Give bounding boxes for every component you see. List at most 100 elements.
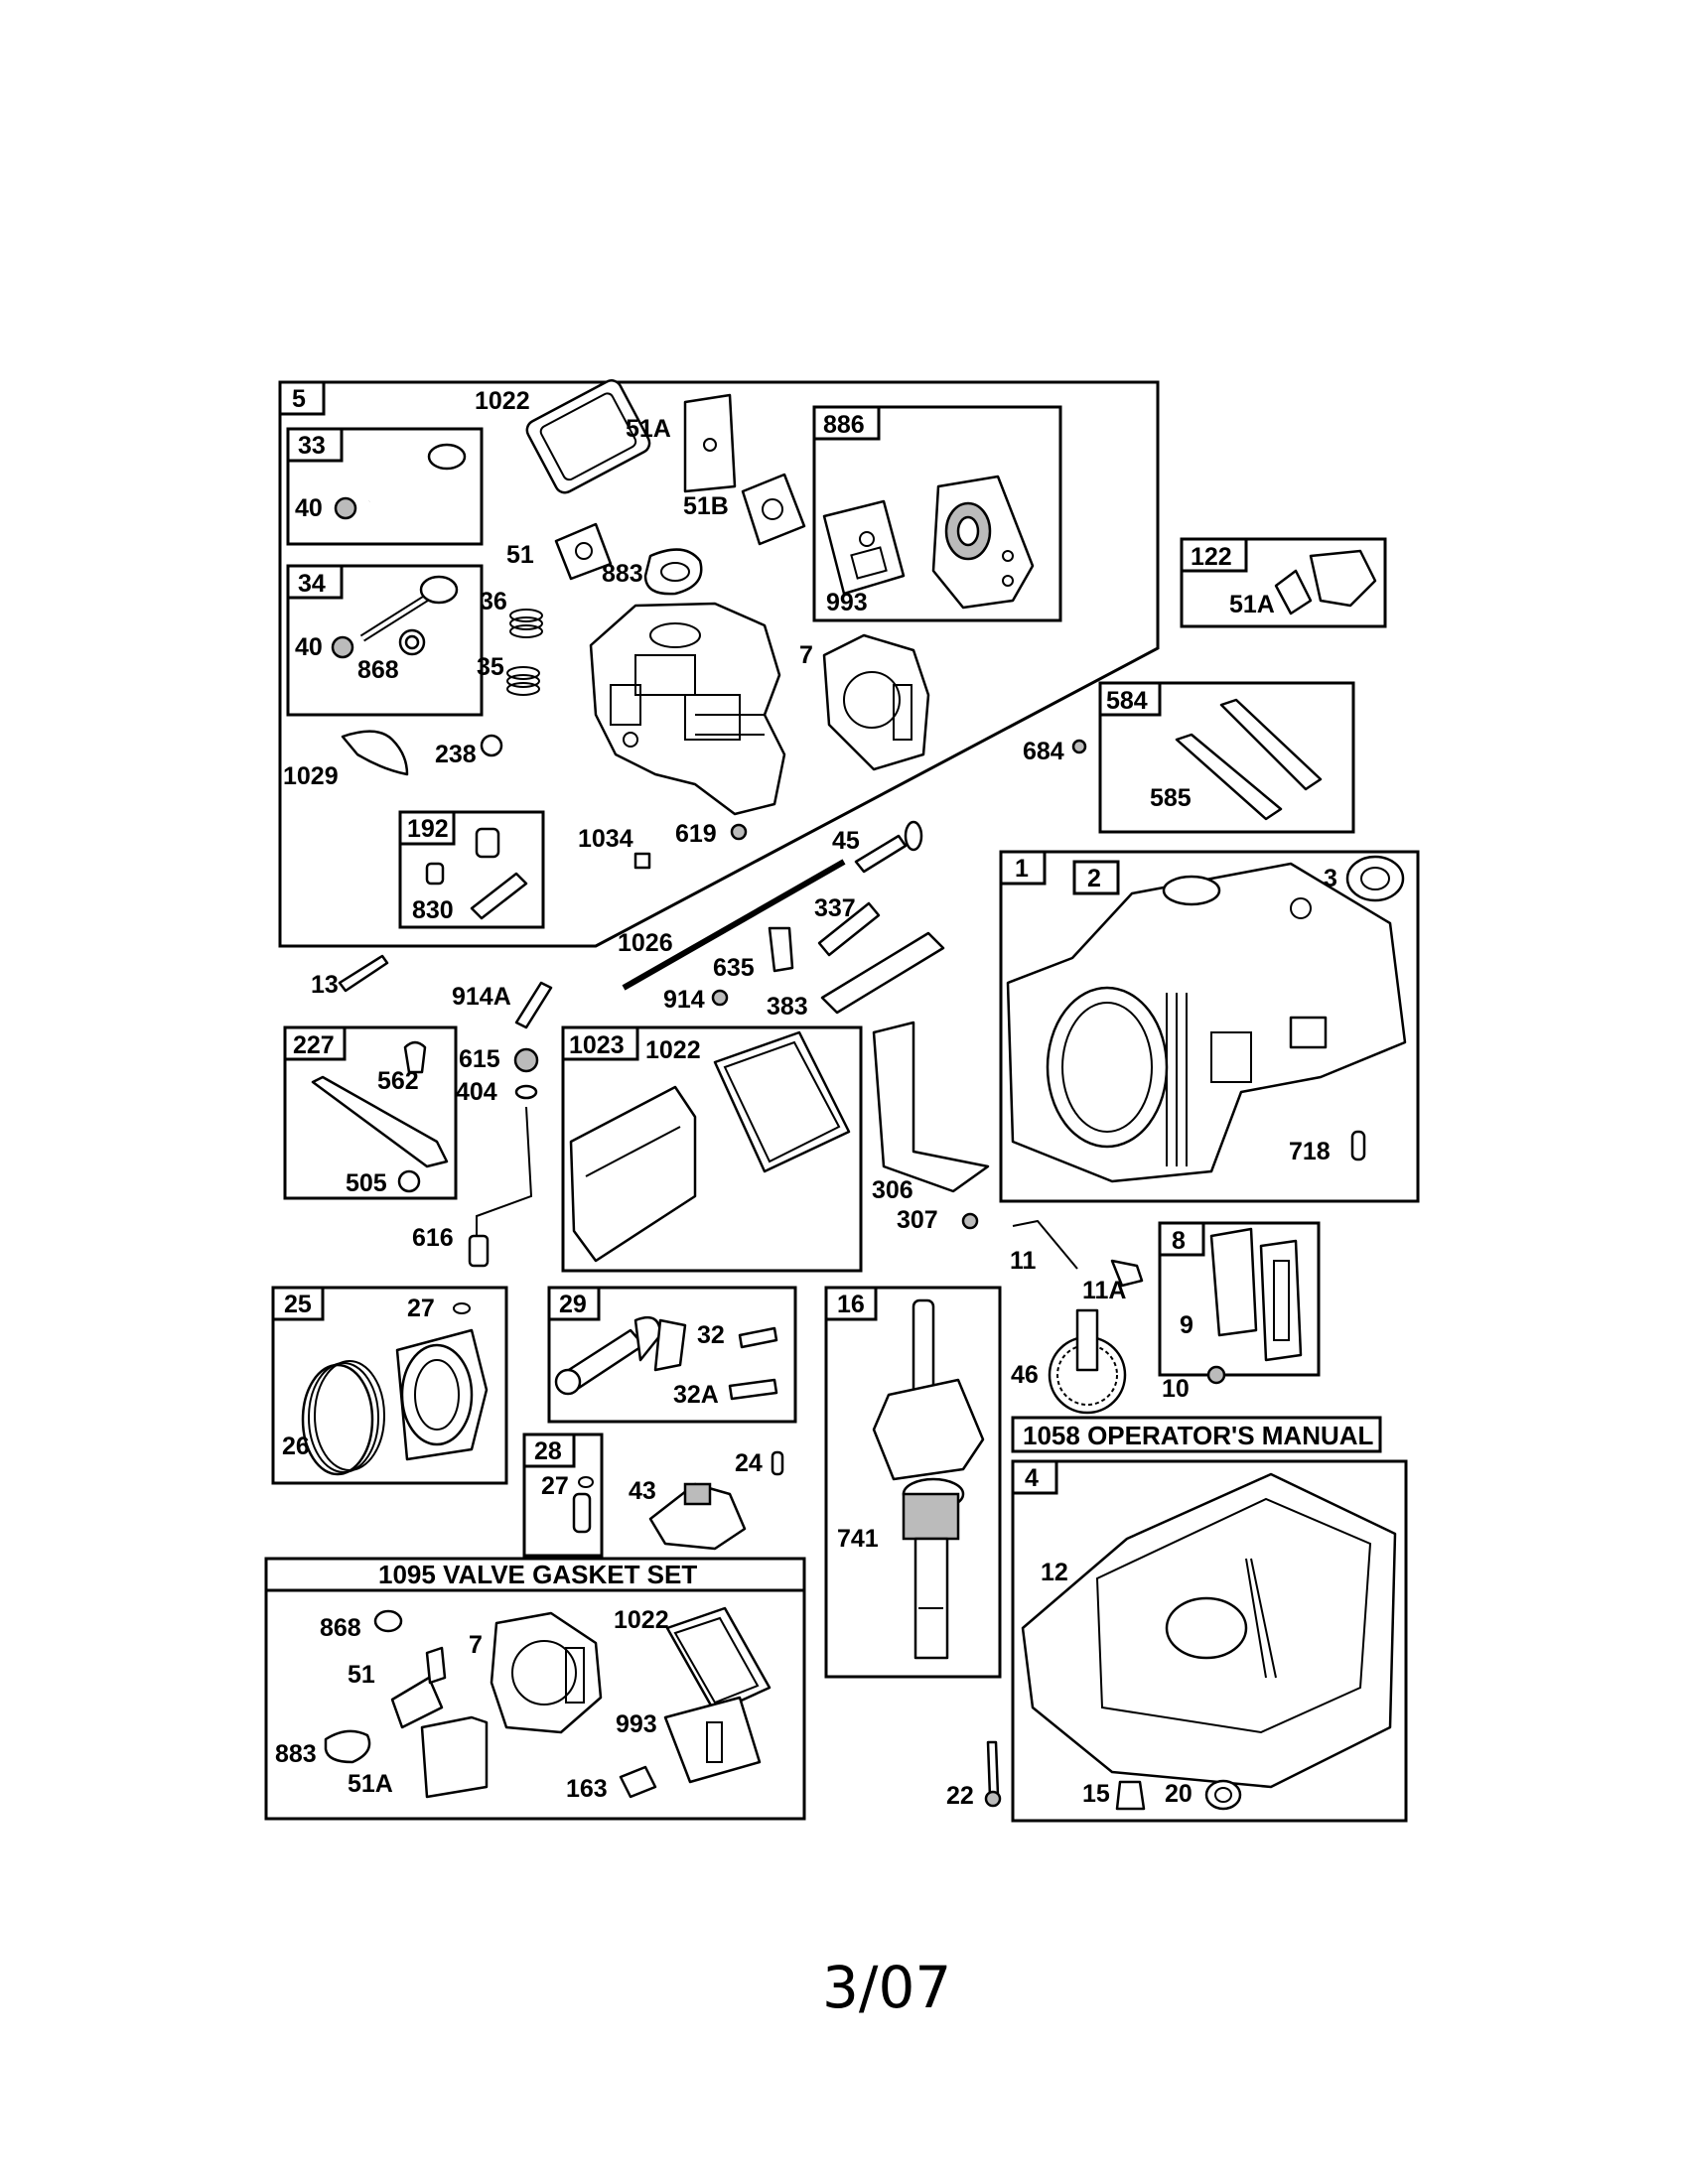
label-635: 635 <box>713 954 755 982</box>
label-20: 20 <box>1165 1780 1193 1808</box>
rocker-cover-part <box>569 1030 851 1263</box>
box-4-frame <box>1011 1459 1408 1823</box>
label-868-top: 868 <box>357 656 399 684</box>
label-12: 12 <box>1041 1559 1068 1586</box>
label-883-top: 883 <box>602 560 643 588</box>
spark-plug-337 <box>817 901 881 957</box>
box-33-label: 33 <box>298 432 326 460</box>
bolt-914A <box>514 981 553 1029</box>
box-886-frame <box>812 405 1062 622</box>
box-584-label: 584 <box>1106 687 1148 715</box>
box-1023-frame <box>561 1025 863 1273</box>
label-1022-top: 1022 <box>475 387 530 415</box>
gasket-51 <box>554 522 613 581</box>
part-914 <box>711 989 729 1007</box>
label-32A: 32A <box>673 1381 719 1409</box>
box-28-label: 28 <box>534 1437 562 1465</box>
label-35: 35 <box>477 653 504 681</box>
part-1029 <box>341 730 409 776</box>
exhaust-valve-part <box>334 443 467 520</box>
label-13: 13 <box>311 971 339 999</box>
part-684 <box>1071 739 1087 754</box>
box-8-frame <box>1158 1221 1321 1377</box>
box-25-frame <box>271 1286 508 1485</box>
label-307: 307 <box>897 1206 938 1234</box>
part-585 <box>1175 698 1323 821</box>
bracket-306 <box>872 1021 990 1193</box>
box-16-label: 16 <box>837 1291 865 1318</box>
label-883-set: 883 <box>275 1740 317 1768</box>
label-15: 15 <box>1082 1780 1110 1808</box>
screw-10 <box>1206 1365 1226 1385</box>
push-rod-1026 <box>622 859 846 991</box>
crankshaft-part <box>872 1298 985 1660</box>
label-993-set: 993 <box>616 1710 657 1738</box>
screw-307 <box>961 1212 979 1230</box>
part-238 <box>480 734 503 757</box>
part-830 <box>425 827 528 920</box>
label-51A-122: 51A <box>1229 591 1275 618</box>
pin-24 <box>771 1450 784 1476</box>
label-11: 11 <box>1010 1247 1037 1275</box>
box-8-label: 8 <box>1172 1227 1186 1255</box>
label-51A-top: 51A <box>626 415 671 443</box>
label-505: 505 <box>346 1169 387 1197</box>
manual-box <box>1011 1416 1382 1453</box>
label-306: 306 <box>872 1176 913 1204</box>
part-616 <box>476 1106 533 1251</box>
box-4-label: 4 <box>1025 1464 1039 1492</box>
page-footer-date: 3/07 <box>822 1954 951 2021</box>
piston-part <box>301 1302 489 1476</box>
governor-parts-227 <box>311 1040 449 1193</box>
label-22: 22 <box>946 1782 974 1810</box>
cylinder-head-part <box>589 602 786 816</box>
label-51-top: 51 <box>506 541 534 569</box>
label-741: 741 <box>837 1525 879 1553</box>
plate-51A <box>683 393 737 493</box>
head-gasket-7 <box>822 633 930 771</box>
seal-3 <box>1345 855 1405 902</box>
label-914A: 914A <box>452 983 511 1011</box>
box-1-frame <box>999 850 1420 1203</box>
pin-718 <box>1350 1130 1366 1161</box>
crankcase-part <box>1006 862 1407 1183</box>
breather-parts-8 <box>1209 1227 1303 1362</box>
label-1026: 1026 <box>618 929 673 957</box>
box-16-frame <box>824 1286 1002 1679</box>
label-36: 36 <box>480 588 507 615</box>
box-29-label: 29 <box>559 1291 587 1318</box>
box-29-frame <box>547 1286 797 1424</box>
label-43: 43 <box>629 1477 656 1505</box>
label-40-a: 40 <box>295 494 323 522</box>
box-2-label: 2 <box>1087 865 1101 892</box>
box-25-label: 25 <box>284 1291 312 1318</box>
box-584-frame <box>1098 681 1355 834</box>
box-1-label: 1 <box>1015 855 1029 883</box>
label-914: 914 <box>663 986 705 1014</box>
label-27-pin: 27 <box>541 1472 569 1500</box>
part-1034 <box>633 852 651 870</box>
box-192-frame <box>398 810 545 929</box>
box-5-frame <box>278 380 1160 948</box>
valve-spring-36 <box>509 609 543 638</box>
label-163: 163 <box>566 1775 608 1803</box>
label-1034: 1034 <box>578 825 633 853</box>
crankcase-cover-part <box>1021 1472 1397 1789</box>
part-383 <box>820 931 945 1015</box>
box-34-label: 34 <box>298 570 326 598</box>
connecting-rod-part <box>554 1315 778 1401</box>
box-122-label: 122 <box>1191 543 1232 571</box>
gasket-set-parts <box>324 1606 772 1799</box>
label-40-b: 40 <box>295 633 323 661</box>
label-51B: 51B <box>683 492 729 520</box>
box-1023-label: 1023 <box>569 1031 625 1059</box>
label-383: 383 <box>767 993 808 1021</box>
label-993-top: 993 <box>826 589 868 616</box>
label-619: 619 <box>675 820 717 848</box>
gasket-set-886-parts <box>822 475 1035 610</box>
cam-gear-46 <box>1048 1308 1127 1415</box>
label-868-set: 868 <box>320 1614 361 1642</box>
part-615 <box>513 1047 539 1073</box>
box-122-frame <box>1180 537 1387 628</box>
label-26: 26 <box>282 1433 310 1460</box>
